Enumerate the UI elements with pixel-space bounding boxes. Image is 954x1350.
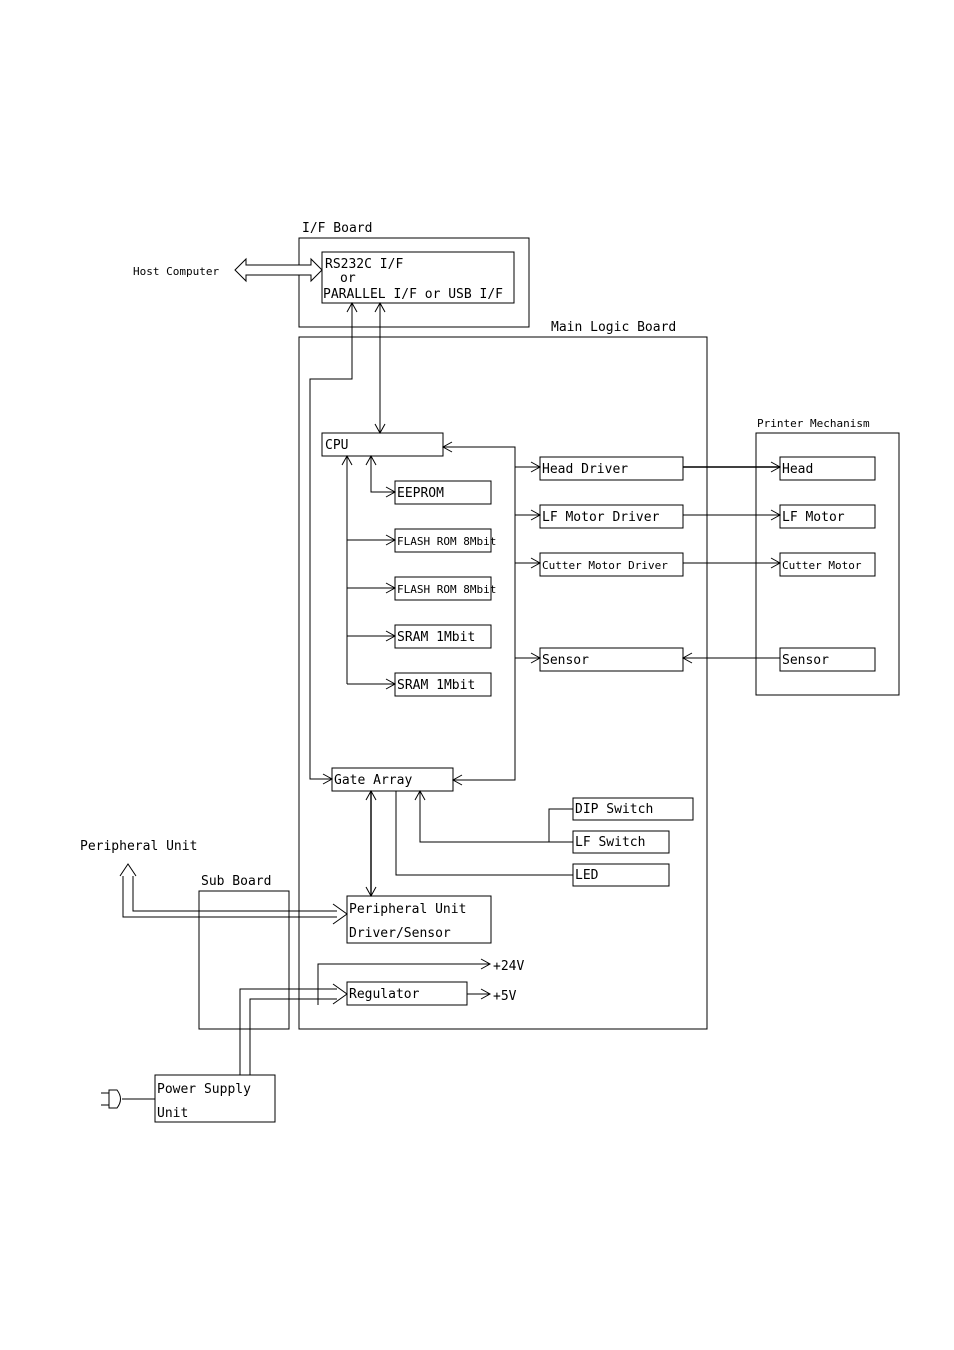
cutter-motor-box xyxy=(779,552,876,577)
regulator-label: Regulator xyxy=(349,987,420,1002)
printer-mechanism-frame xyxy=(755,432,900,696)
interface-box xyxy=(321,251,515,304)
host-link-arrow xyxy=(234,257,323,283)
sub-board-label: Sub Board xyxy=(201,874,271,889)
cpu-to-eeprom-line xyxy=(365,454,397,498)
main-logic-board-frame xyxy=(298,336,708,1030)
plus5v-rail xyxy=(467,988,492,1000)
power-plug-icon xyxy=(101,1089,155,1109)
head-label: Head xyxy=(782,462,813,477)
peripheral-driver-line2: Driver/Sensor xyxy=(349,926,451,941)
peripheral-driver-box xyxy=(346,895,492,944)
power-supply-line2: Unit xyxy=(157,1106,188,1121)
cutter-motor-driver-label: Cutter Motor Driver xyxy=(542,559,668,572)
sensor-mech-box xyxy=(779,647,876,672)
gate-array-to-peripheral-driver-line xyxy=(365,789,377,898)
flash-rom-2-label: FLASH ROM 8Mbit xyxy=(397,583,496,596)
plus24v-label: +24V xyxy=(493,959,524,974)
gate-array-label: Gate Array xyxy=(334,773,412,788)
peripheral-unit-label: Peripheral Unit xyxy=(80,839,197,854)
lf-motor-driver-box xyxy=(539,504,684,529)
main-logic-board-label: Main Logic Board xyxy=(551,320,676,335)
lf-driver-to-lf-motor-line xyxy=(683,509,782,521)
sensor-main-label: Sensor xyxy=(542,653,589,668)
plus5v-label: +5V xyxy=(493,989,517,1004)
gate-array-to-led-line xyxy=(395,791,573,876)
interface-line1: RS232C I/F xyxy=(325,257,403,272)
peripheral-driver-line1: Peripheral Unit xyxy=(349,902,466,917)
peripheral-unit-link xyxy=(119,863,348,925)
cutter-driver-to-cutter-motor-line xyxy=(683,557,782,569)
cpu-memory-bus xyxy=(341,454,397,690)
cpu-label: CPU xyxy=(325,438,348,453)
eeprom-label: EEPROM xyxy=(397,486,444,501)
sram-1-label: SRAM 1Mbit xyxy=(397,630,475,645)
if-to-gate-array-line xyxy=(309,301,358,785)
dip-switch-label: DIP Switch xyxy=(575,802,653,817)
cpu-box xyxy=(321,432,444,457)
driver-bus xyxy=(441,441,542,786)
host-computer-label: Host Computer xyxy=(133,265,219,278)
sensor-main-box xyxy=(539,647,684,672)
switches-to-gate-array-line xyxy=(414,789,573,843)
cutter-motor-driver-box xyxy=(539,552,684,577)
lf-switch-label: LF Switch xyxy=(575,835,645,850)
mech-sensor-to-sensor-line xyxy=(681,652,780,664)
power-supply-line1: Power Supply xyxy=(157,1082,251,1097)
sram-2-label: SRAM 1Mbit xyxy=(397,678,475,693)
head-driver-to-head-line xyxy=(683,461,782,473)
interface-line2: or xyxy=(340,271,356,286)
sensor-mech-label: Sensor xyxy=(782,653,829,668)
power-supply-to-regulator-link xyxy=(239,983,348,1075)
if-board-label: I/F Board xyxy=(302,221,372,236)
flash-rom-1-label: FLASH ROM 8Mbit xyxy=(397,535,496,548)
lf-motor-driver-label: LF Motor Driver xyxy=(542,510,660,525)
if-board-frame xyxy=(298,237,530,328)
head-box xyxy=(779,456,876,481)
head-driver-label: Head Driver xyxy=(542,462,628,477)
head-driver-box xyxy=(539,456,684,481)
interface-line3: PARALLEL I/F or USB I/F xyxy=(323,287,503,302)
printer-mechanism-label: Printer Mechanism xyxy=(757,417,870,430)
sub-board-frame xyxy=(198,890,290,1030)
plus24v-rail xyxy=(317,958,492,1005)
lf-motor-box xyxy=(779,504,876,529)
lf-motor-label: LF Motor xyxy=(782,510,845,525)
if-to-cpu-line xyxy=(374,301,386,435)
led-label: LED xyxy=(575,868,599,883)
cutter-motor-label: Cutter Motor xyxy=(782,559,862,572)
